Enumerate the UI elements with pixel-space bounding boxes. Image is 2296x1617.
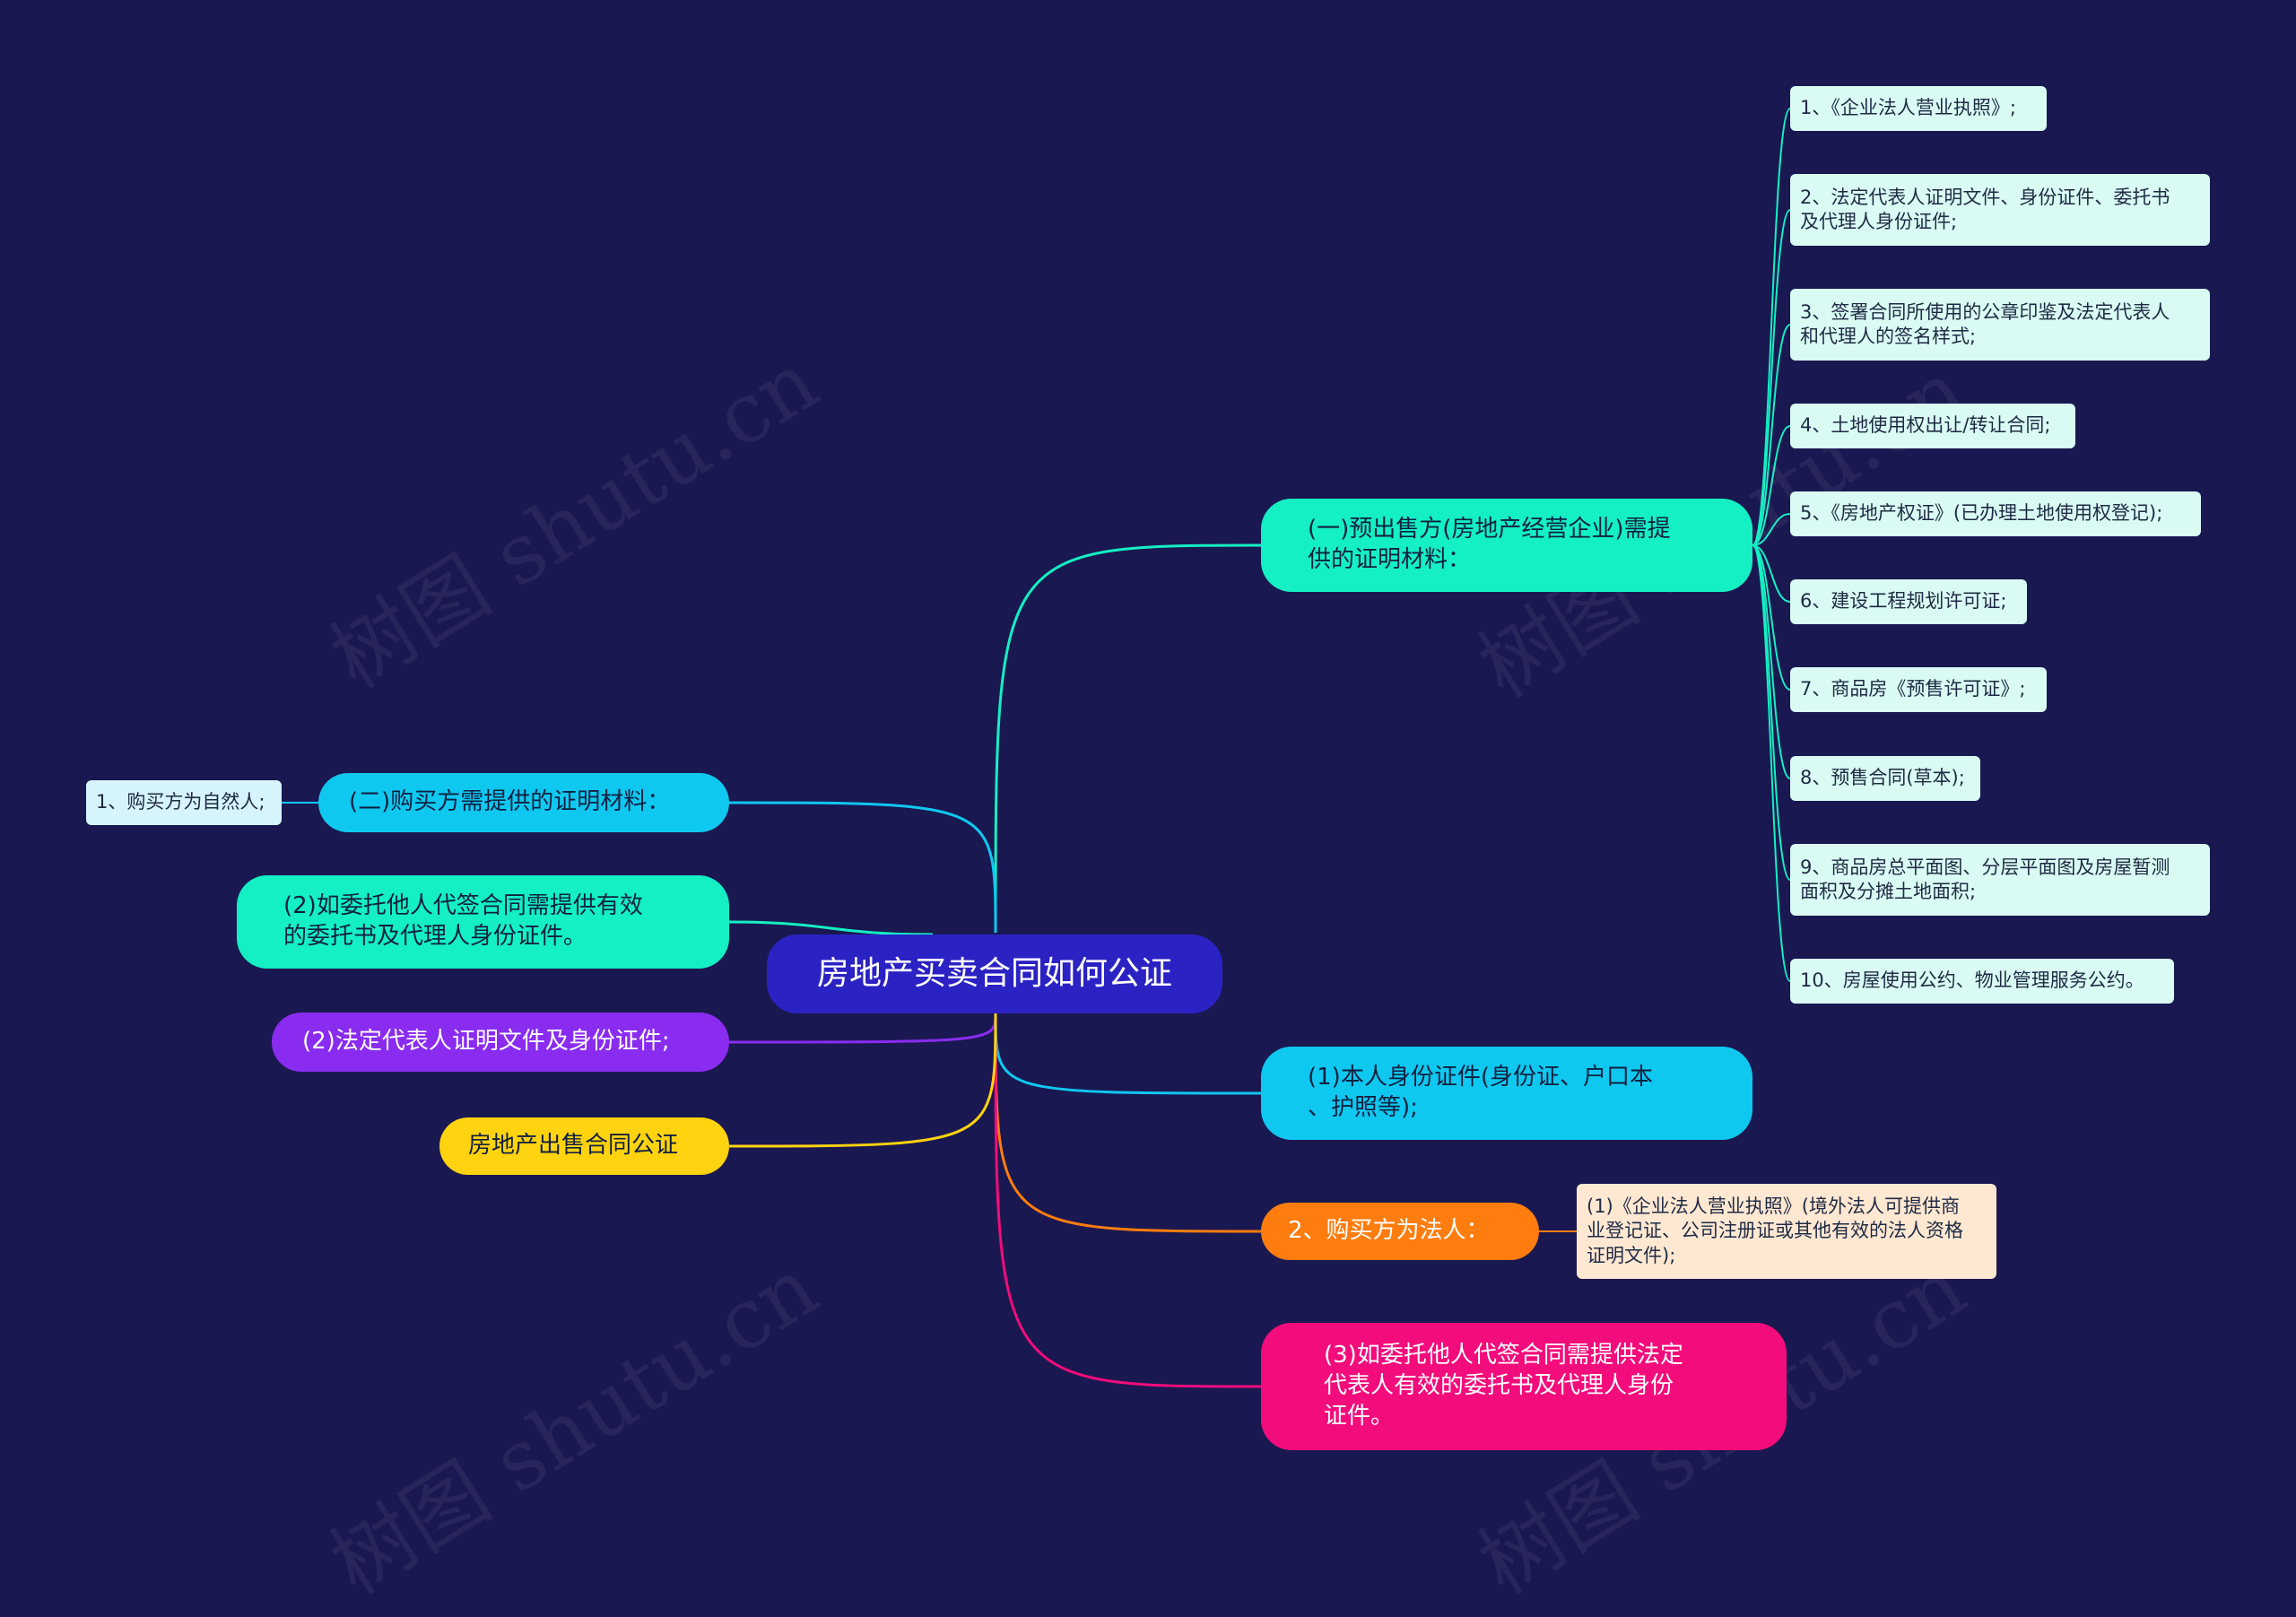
connector-line [994, 1013, 1262, 1095]
branch-id-documents[interactable]: (1)本人身份证件(身份证、户口本 、护照等); [1261, 1047, 1752, 1140]
connector-line [1752, 513, 1791, 546]
leaf-seller-item[interactable]: 7、商品房《预售许可证》; [1790, 667, 2047, 712]
connector-line [1752, 544, 1791, 881]
branch-seller-materials[interactable]: (一)预出售方(房地产经营企业)需提 供的证明材料： [1261, 499, 1752, 592]
branch-buyer-materials[interactable]: (二)购买方需提供的证明材料： [318, 773, 729, 832]
leaf-seller-item[interactable]: 10、房屋使用公约、物业管理服务公约。 [1790, 959, 2174, 1004]
connector-line [994, 1013, 1262, 1233]
connector-line [1752, 108, 1791, 546]
leaf-seller-item[interactable]: 1、《企业法人营业执照》; [1790, 86, 2047, 131]
leaf-buyer-corporate[interactable]: (1)《企业法人营业执照》(境外法人可提供商 业登记证、公司注册证或其他有效的法… [1577, 1184, 1996, 1279]
mind-map-canvas: 树图 shutu.cn 树图 shutu.cn 树图 shutu.cn 树图 s… [86, 86, 2210, 1613]
connector-line [728, 1013, 997, 1148]
root-topic[interactable]: 房地产买卖合同如何公证 [767, 935, 1222, 1013]
connector-line [728, 801, 997, 934]
connector-line [728, 1013, 997, 1044]
connector-line [1752, 324, 1791, 546]
connector-lines [282, 108, 1791, 1388]
leaf-seller-item[interactable]: 3、签署合同所使用的公章印鉴及法定代表人 和代理人的签名样式; [1790, 289, 2210, 361]
branch-buyer-corporate[interactable]: 2、购买方为法人： [1261, 1203, 1539, 1260]
branch-entrust-corporate[interactable]: (3)如委托他人代签合同需提供法定 代表人有效的委托书及代理人身份 证件。 [1261, 1323, 1787, 1450]
leaf-seller-item[interactable]: 9、商品房总平面图、分层平面图及房屋暂测 面积及分摊土地面积; [1790, 844, 2210, 916]
connector-line [728, 920, 934, 936]
branch-legal-representative[interactable]: (2)法定代表人证明文件及身份证件; [272, 1013, 729, 1072]
connector-line [1752, 544, 1791, 982]
leaf-seller-item[interactable]: 5、《房地产权证》(已办理土地使用权登记); [1790, 491, 2201, 536]
connector-line [994, 1013, 1262, 1388]
branch-notary[interactable]: 房地产出售合同公证 [439, 1117, 729, 1175]
leaf-seller-item[interactable]: 2、法定代表人证明文件、身份证件、委托书 及代理人身份证件; [1790, 174, 2210, 246]
connector-line [1752, 544, 1791, 779]
connector-line [1752, 544, 1791, 603]
connector-line [1752, 209, 1791, 546]
branch-entrust[interactable]: (2)如委托他人代签合同需提供有效 的委托书及代理人身份证件。 [237, 875, 729, 969]
connector-line [1752, 544, 1791, 691]
connector-line [994, 543, 1262, 934]
leaf-seller-item[interactable]: 8、预售合同(草本); [1790, 756, 1980, 801]
connector-line [1752, 425, 1791, 546]
leaf-seller-item[interactable]: 6、建设工程规划许可证; [1790, 579, 2027, 624]
leaf-buyer-natural-person[interactable]: 1、购买方为自然人; [86, 780, 282, 825]
leaf-seller-item[interactable]: 4、土地使用权出让/转让合同; [1790, 404, 2075, 448]
